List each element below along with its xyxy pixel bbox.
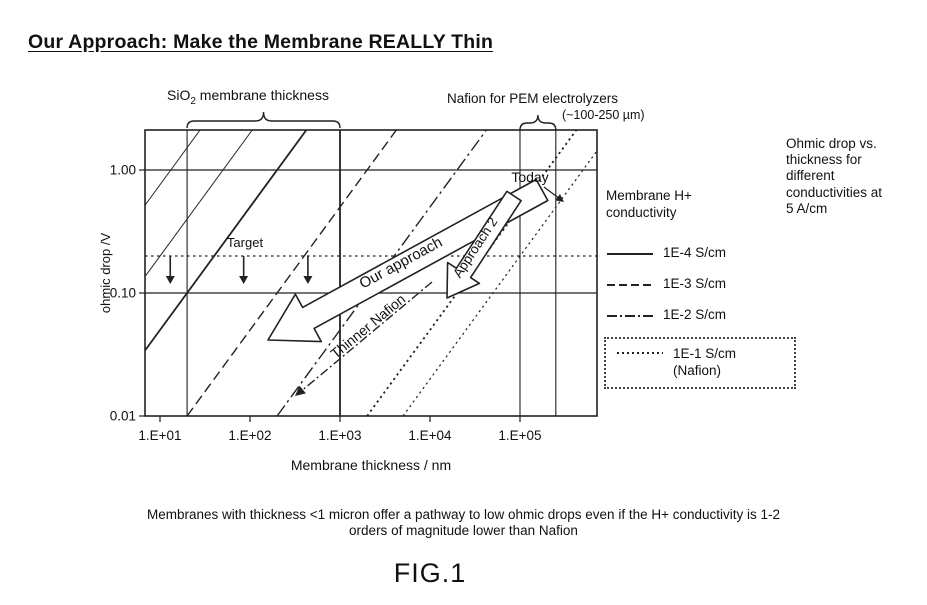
- today-arrow-shaft: [543, 186, 561, 200]
- sio2-label-post: membrane thickness: [195, 87, 329, 103]
- thinner-nafion-arrow-head: [295, 385, 306, 396]
- sio2-label-pre: SiO: [167, 87, 191, 103]
- note-line: Ohmic drop vs.: [786, 136, 877, 151]
- dashed-line-sample-icon: [607, 283, 653, 286]
- note-line: conductivities at: [786, 184, 883, 200]
- legend: Membrane H+ conductivity 1E-4 S/cm 1E-3 …: [604, 188, 802, 402]
- legend-item-label: 1E-4 S/cm: [663, 245, 727, 261]
- x-axis-title: Membrane thickness / nm: [291, 457, 451, 473]
- legend-item-label: 1E-3 S/cm: [663, 276, 727, 292]
- page-title: Our Approach: Make the Membrane REALLY T…: [28, 31, 494, 54]
- caption-line: orders of magnitude lower than Nafion: [349, 523, 578, 539]
- y-tick-label: 1.00: [110, 163, 136, 178]
- caption-line: Membranes with thickness <1 micron offer…: [146, 507, 781, 522]
- dashdot-line-sample-icon: [607, 314, 653, 317]
- nafion-brace: [519, 114, 557, 131]
- sio2-brace: [186, 111, 341, 129]
- note-line: thickness for: [786, 152, 862, 168]
- solid-line-sample-icon: [607, 252, 653, 255]
- series-line-solid: [144, 129, 308, 352]
- dotted-line-sample-icon: [617, 351, 663, 354]
- legend-item-sublabel: (Nafion): [673, 363, 722, 379]
- our-approach-arrow: [267, 178, 549, 343]
- nafion-region-sublabel: (~100-250 µm): [562, 108, 645, 122]
- x-tick-label: 1.E+04: [408, 428, 452, 443]
- legend-title-line: Membrane H+: [606, 188, 692, 203]
- legend-item: 1E-4 S/cm: [606, 244, 802, 262]
- thinner-nafion-arrow-shaft: [298, 281, 433, 394]
- legend-title: Membrane H+ conductivity: [606, 188, 802, 222]
- legend-title-line: conductivity: [606, 204, 677, 220]
- x-tick-label: 1.E+03: [318, 428, 361, 443]
- target-label: Target: [227, 235, 264, 250]
- figure-number: FIG.1: [393, 558, 467, 588]
- x-tick-label: 1.E+02: [228, 428, 271, 443]
- aux-line: [402, 150, 598, 417]
- conditions-note: Ohmic drop vs. thickness for different c…: [786, 136, 918, 217]
- y-tick-label: 0.01: [110, 409, 136, 424]
- x-tick-label: 1.E+05: [498, 428, 541, 443]
- target-arrow-head: [303, 276, 313, 284]
- legend-item-nafion: 1E-1 S/cm (Nafion): [604, 336, 796, 389]
- today-arrow-head: [555, 194, 564, 202]
- target-arrow-head: [239, 276, 249, 284]
- sio2-label-subscript: 2: [190, 95, 196, 107]
- y-axis-title: ohmic drop /V: [98, 233, 113, 314]
- target-arrow-head: [165, 276, 175, 284]
- aux-line: [144, 129, 201, 206]
- note-line: different: [786, 168, 835, 184]
- legend-item-label: 1E-1 S/cm: [673, 345, 737, 361]
- x-tick-label: 1.E+01: [138, 428, 181, 443]
- figure-caption: Membranes with thickness <1 micron offer…: [0, 507, 927, 539]
- approach-2-arrow: [446, 190, 522, 299]
- plot-border: [144, 129, 598, 417]
- nafion-region-label: Nafion for PEM electrolyzers: [447, 91, 619, 106]
- today-label: Today: [511, 169, 548, 185]
- note-line: 5 A/cm: [786, 200, 828, 216]
- aux-line: [144, 129, 253, 277]
- sio2-region-label: SiO2 membrane thickness: [167, 87, 329, 107]
- legend-item: 1E-2 S/cm: [606, 306, 802, 324]
- legend-item-label: 1E-2 S/cm: [663, 307, 727, 323]
- y-tick-label: 0.10: [110, 286, 136, 301]
- legend-item: 1E-3 S/cm: [606, 275, 802, 293]
